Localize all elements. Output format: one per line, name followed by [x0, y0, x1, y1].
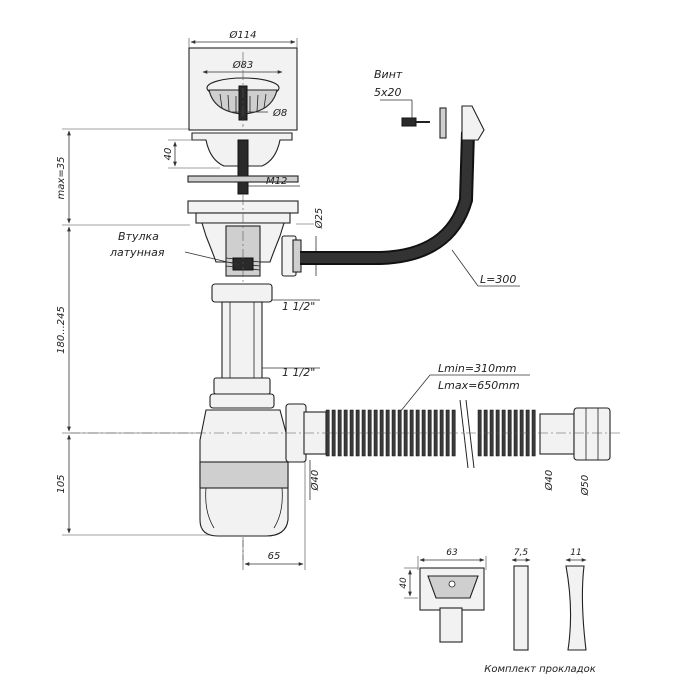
vertical-pipe: 1 1/2" 1 1/2" — [209, 283, 320, 409]
corrugation-rib — [367, 409, 372, 457]
dim-max35: max=35 — [56, 157, 67, 200]
dim-d40-siphon: Ø40 — [309, 470, 321, 492]
label-lmin: Lmin=310mm — [438, 362, 517, 375]
label-lmax: Lmax=650mm — [438, 379, 520, 392]
corrugation-rib — [421, 409, 426, 457]
dim-d83: Ø83 — [232, 59, 254, 71]
corrugation-rib — [385, 409, 390, 457]
label-bushing-line1: Втулка — [118, 230, 159, 243]
dim-d8: Ø8 — [272, 107, 287, 119]
dim-gasket-h40: 40 — [399, 577, 409, 589]
gasket-kit: 63 40 7,5 11 Комплект прокладок — [399, 548, 596, 675]
drain-outlet: 40 M12 Ø25 Втулка латунная — [109, 132, 325, 560]
corrugation-rib — [349, 409, 354, 457]
dim-gasket-t11: 11 — [570, 548, 581, 558]
left-dimensions: max=35 180...245 105 — [56, 128, 210, 536]
overflow-hose: L=300 Винт 5x20 — [300, 68, 520, 287]
corrugation-rib — [331, 409, 336, 457]
siphon-bottle: Ø40 65 — [199, 409, 321, 570]
label-screw-size: 5x20 — [374, 86, 402, 99]
corrugation-rib — [439, 409, 444, 457]
dim-hose-length: L=300 — [480, 273, 516, 286]
label-thread-upper: 1 1/2" — [282, 300, 315, 313]
dim-w65: 65 — [268, 551, 281, 562]
label-gasket-caption: Комплект прокладок — [484, 664, 596, 675]
dim-m12: M12 — [266, 176, 287, 187]
corrugation-rib — [403, 409, 408, 457]
label-thread-lower: 1 1/2" — [282, 366, 315, 379]
dim-d40-pipe: Ø40 — [543, 470, 555, 492]
dim-gasket-w63: 63 — [446, 548, 458, 558]
corrugated-hose: Lmin=310mm Lmax=650mm Ø40 Ø50 — [70, 362, 620, 496]
dim-d114: Ø114 — [229, 29, 257, 41]
dim-h40: 40 — [163, 148, 174, 161]
dim-gasket-t75: 7,5 — [514, 548, 529, 558]
dim-180-245: 180...245 — [56, 306, 67, 354]
dim-d25: Ø25 — [313, 208, 325, 230]
dim-105: 105 — [56, 474, 67, 493]
strainer-top-view: Ø114 Ø83 Ø8 — [188, 29, 298, 131]
dim-d50: Ø50 — [579, 475, 591, 497]
label-bushing-line2: латунная — [109, 246, 165, 259]
label-screw-title: Винт — [374, 68, 403, 81]
